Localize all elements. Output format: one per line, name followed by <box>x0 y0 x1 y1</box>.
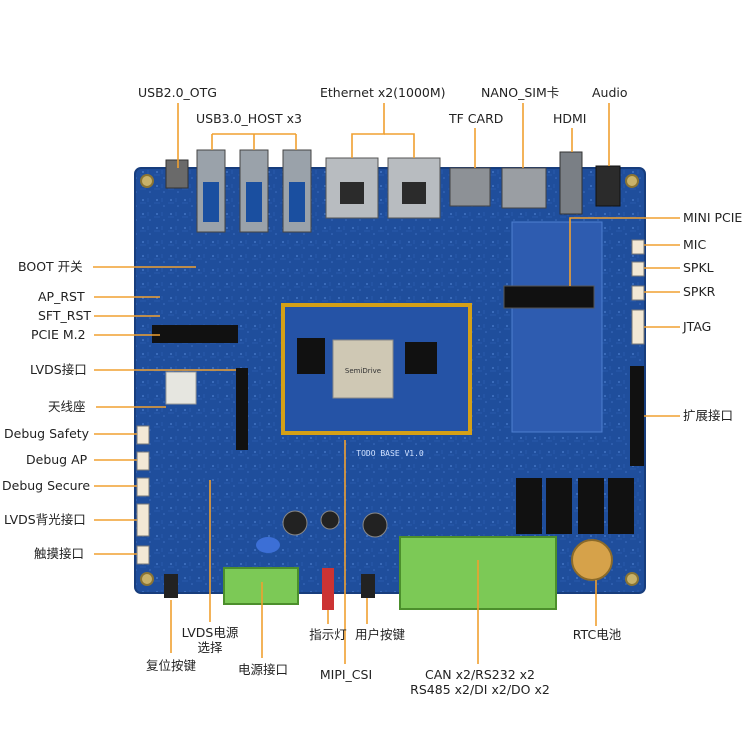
label-lvds: LVDS接口 <box>30 362 87 377</box>
label-can-1: CAN x2/RS232 x2 <box>425 667 535 682</box>
label-usb2-otg: USB2.0_OTG <box>138 85 217 100</box>
soc-chip <box>332 339 394 399</box>
label-user-button: 用户按键 <box>354 627 405 642</box>
label-mic: MIC <box>683 237 707 252</box>
label-mini-pcie: MINI PCIE <box>683 210 743 225</box>
label-audio: Audio <box>592 85 628 100</box>
label-nano-sim: NANO_SIM卡 <box>481 85 560 100</box>
label-boot: BOOT 开关 <box>18 259 83 274</box>
label-rtc: RTC电池 <box>572 627 622 642</box>
power-terminal <box>223 567 299 605</box>
label-lvds-power-2: 选择 <box>197 640 223 655</box>
label-sft-rst: SFT_RST <box>38 308 92 323</box>
label-lvds-backlight: LVDS背光接口 <box>4 512 86 527</box>
hdmi-connector <box>559 151 583 215</box>
label-spkr: SPKR <box>683 284 716 299</box>
usb-otg-connector <box>165 159 189 189</box>
leader-lines <box>93 103 680 664</box>
user-button-part <box>361 574 375 598</box>
label-lvds-power-1: LVDS电源 <box>181 625 239 640</box>
label-reset-button: 复位按键 <box>145 658 196 673</box>
label-antenna: 天线座 <box>48 399 86 414</box>
indicator-led <box>322 568 334 610</box>
mini-pcie-area <box>511 221 603 433</box>
lvds-header <box>236 368 248 450</box>
label-ap-rst: AP_RST <box>38 289 85 304</box>
nano-sim-slot <box>501 167 547 209</box>
reset-button-part <box>164 574 178 598</box>
label-tf-card: TF CARD <box>449 111 504 126</box>
pcie-m2-slot <box>152 325 238 343</box>
relays <box>516 478 634 534</box>
mounting-holes <box>140 174 639 586</box>
audio-jack <box>595 165 621 207</box>
label-pcie-m2: PCIE M.2 <box>31 327 86 342</box>
label-jtag: JTAG <box>683 319 712 334</box>
debug-connectors <box>136 425 150 565</box>
tf-card-slot <box>449 167 491 207</box>
label-usb3-host: USB3.0_HOST x3 <box>196 111 302 126</box>
label-ethernet: Ethernet x2(1000M) <box>320 85 446 100</box>
label-expansion: 扩展接口 <box>683 408 734 423</box>
label-hdmi: HDMI <box>553 111 587 126</box>
rtc-battery <box>571 539 613 581</box>
audio-connectors <box>631 239 645 345</box>
label-indicator: 指示灯 <box>309 627 347 642</box>
soc-marking: SemiDrive <box>345 367 381 375</box>
mini-pcie-slot <box>503 285 595 309</box>
board-silkscreen: TODO BASE V1.0 <box>356 449 424 458</box>
label-spkl: SPKL <box>683 260 714 275</box>
label-can-2: RS485 x2/DI x2/DO x2 <box>410 682 550 697</box>
label-debug-secure: Debug Secure <box>2 478 91 493</box>
label-power-port: 电源接口 <box>237 662 288 677</box>
label-debug-ap: Debug AP <box>26 452 88 467</box>
label-debug-safety: Debug Safety <box>4 426 90 441</box>
expansion-header <box>630 366 644 466</box>
label-mipi-csi: MIPI_CSI <box>319 667 373 682</box>
label-touch: 触摸接口 <box>34 546 85 561</box>
antenna-module <box>165 371 197 405</box>
